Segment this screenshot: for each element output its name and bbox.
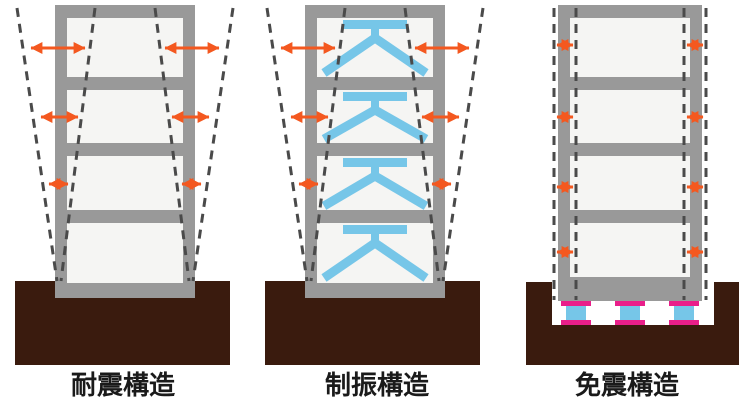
sway-lines xyxy=(15,7,235,282)
panel-menshin: 免震構造 xyxy=(526,5,739,400)
panel-seishin: 制振構造 xyxy=(265,5,485,400)
building-frame xyxy=(558,5,702,301)
panel-label: 免震構造 xyxy=(575,370,679,400)
panel-taishin: 耐震構造 xyxy=(15,5,235,400)
sway-line xyxy=(403,7,441,282)
damper-brace-icon xyxy=(321,158,429,210)
floor-cell xyxy=(67,18,183,77)
floor-cell xyxy=(67,90,183,143)
motion-lines xyxy=(552,8,708,300)
sway-arrows xyxy=(556,39,704,258)
damper-brace-icon xyxy=(321,20,429,77)
floor-cell xyxy=(570,90,690,143)
sway-lines xyxy=(265,7,485,282)
sway-line xyxy=(59,7,97,282)
damper-brace-icon xyxy=(321,92,429,143)
sway-line xyxy=(309,7,347,282)
isolation-bearing-icon xyxy=(669,301,699,325)
ground-with-pit xyxy=(526,282,739,365)
floor-cell xyxy=(67,156,183,210)
panel-label: 耐震構造 xyxy=(71,370,175,400)
sway-line xyxy=(191,7,235,282)
panel-label: 制振構造 xyxy=(325,370,429,400)
damper-brace-icon xyxy=(321,225,429,282)
isolation-bearing-icon xyxy=(615,301,645,325)
sway-line xyxy=(15,7,59,282)
sway-line xyxy=(265,7,309,282)
sway-arrows xyxy=(280,42,470,190)
sway-line xyxy=(153,7,191,282)
floor-cell xyxy=(67,223,183,283)
sway-arrows xyxy=(30,42,220,190)
floor-cell xyxy=(570,223,690,277)
floor-cell xyxy=(570,156,690,210)
isolation-bearing-icon xyxy=(561,301,591,325)
sway-line xyxy=(441,7,485,282)
floor-cell xyxy=(570,18,690,77)
